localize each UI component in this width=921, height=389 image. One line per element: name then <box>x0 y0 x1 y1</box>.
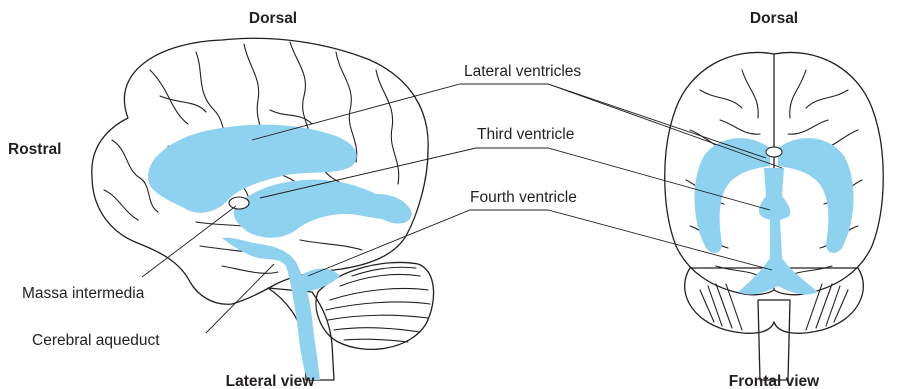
label-third-ventricle: Third ventricle <box>477 126 574 143</box>
label-fourth-ventricle: Fourth ventricle <box>470 189 577 206</box>
label-lateral-ventricles: Lateral ventricles <box>464 63 581 80</box>
frontal-spinal-cord <box>758 300 790 380</box>
label-dorsal-right: Dorsal <box>750 10 798 27</box>
label-dorsal-left: Dorsal <box>249 10 297 27</box>
frontal-septum-shape <box>766 147 782 157</box>
label-frontal-view: Frontal view <box>729 373 820 389</box>
lateral-view-brain <box>92 38 434 380</box>
massa-intermedia-shape <box>229 197 249 209</box>
label-cerebral-aqueduct: Cerebral aqueduct <box>32 332 160 349</box>
label-rostral: Rostral <box>8 141 61 158</box>
label-lateral-view: Lateral view <box>226 373 316 389</box>
frontal-view-brain <box>665 52 884 380</box>
lateral-ventricles-shape <box>148 125 412 380</box>
label-massa-intermedia: Massa intermedia <box>22 285 145 302</box>
